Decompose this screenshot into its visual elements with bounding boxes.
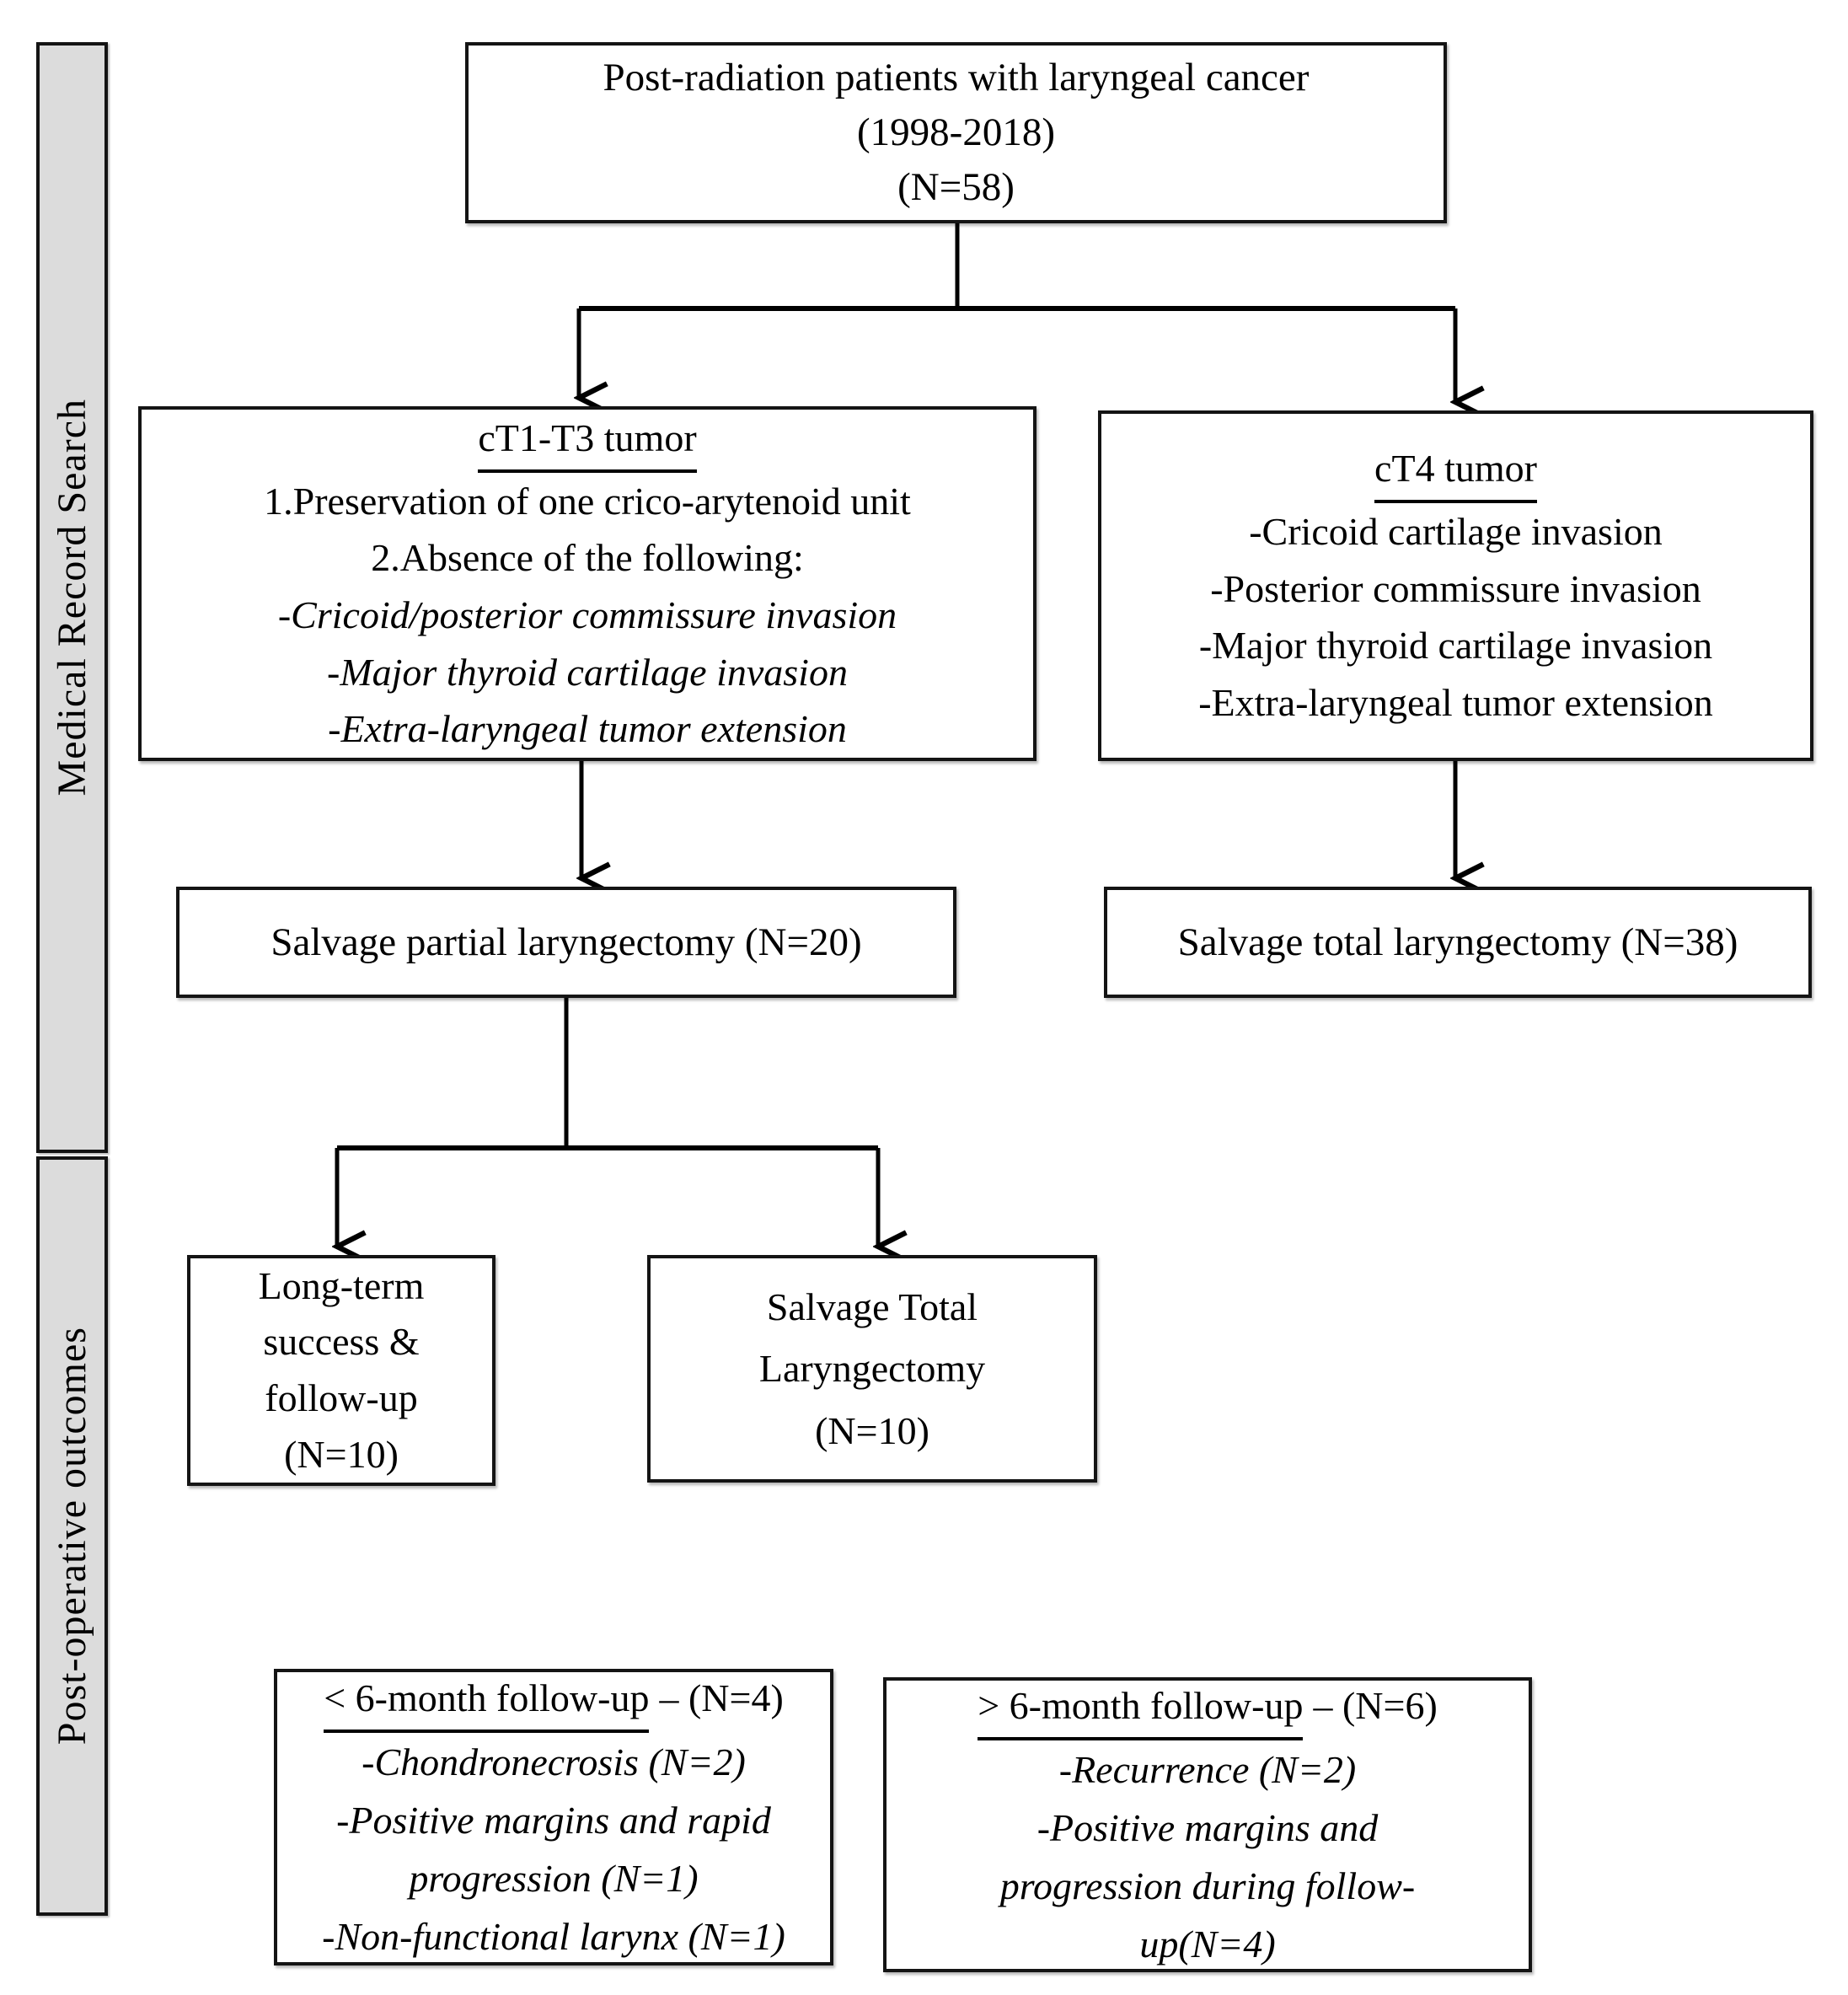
ct1-t3-exclusion-3: -Extra-laryngeal tumor extension xyxy=(328,707,847,751)
under-6mo-title-line: < 6-month follow-up– (N=4) xyxy=(324,1669,784,1733)
stl-followup-line-3: (N=10) xyxy=(815,1408,929,1452)
ct4-feature-3: -Major thyroid cartilage invasion xyxy=(1198,624,1713,668)
salvage-partial-label: Salvage partial laryngectomy (N=20) xyxy=(271,920,862,964)
root-line-3: (N=58) xyxy=(897,164,1015,209)
root-line-2: (1998-2018) xyxy=(857,110,1055,155)
over-6mo-title: > 6-month follow-up xyxy=(978,1676,1304,1740)
ct1-t3-title-line: cT1-T3 tumor xyxy=(478,410,697,473)
under-6mo-title: < 6-month follow-up xyxy=(324,1669,650,1733)
ct4-feature-1: -Cricoid cartilage invasion xyxy=(1249,510,1663,554)
long-term-line-4: (N=10) xyxy=(284,1432,399,1476)
long-term-line-3: follow-up xyxy=(265,1376,418,1419)
over-6mo-detail-1: -Recurrence (N=2) xyxy=(1058,1748,1357,1791)
ct4-title-line: cT4 tumor xyxy=(1374,440,1537,504)
box-long-term-success: Long-term success & follow-up (N=10) xyxy=(187,1255,495,1486)
phase-label-post-operative-outcomes: Post-operative outcomes xyxy=(50,1327,94,1746)
stl-followup-line-2: Laryngectomy xyxy=(758,1347,986,1391)
ct1-t3-exclusion-1: -Cricoid/posterior commissure invasion xyxy=(277,593,897,636)
salvage-total-label: Salvage total laryngectomy (N=38) xyxy=(1177,920,1738,964)
ct1-t3-title: cT1-T3 tumor xyxy=(478,410,697,473)
box-ct1-t3-tumor: cT1-T3 tumor 1.Preservation of one crico… xyxy=(138,406,1036,761)
long-term-line-1: Long-term xyxy=(258,1263,425,1307)
under-6mo-detail-4: -Non-functional larynx (N=1) xyxy=(322,1915,785,1958)
box-over-6-month-followup: > 6-month follow-up– (N=6) -Recurrence (… xyxy=(883,1677,1532,1972)
ct4-title: cT4 tumor xyxy=(1374,440,1537,504)
box-ct4-tumor: cT4 tumor -Cricoid cartilage invasion -P… xyxy=(1098,410,1813,761)
over-6mo-detail-2: -Positive margins and xyxy=(1036,1806,1379,1849)
ct4-feature-2: -Posterior commissure invasion xyxy=(1210,566,1701,610)
stl-followup-line-1: Salvage Total xyxy=(766,1284,978,1328)
box-salvage-total-laryngectomy-followup: Salvage Total Laryngectomy (N=10) xyxy=(647,1255,1097,1483)
phase-bar-post-operative-outcomes: Post-operative outcomes xyxy=(36,1156,108,1916)
ct1-t3-criterion-1: 1.Preservation of one crico-arytenoid un… xyxy=(264,479,911,523)
box-salvage-partial-laryngectomy: Salvage partial laryngectomy (N=20) xyxy=(176,887,956,998)
phase-label-medical-record-search: Medical Record Search xyxy=(50,399,94,796)
ct1-t3-exclusion-2: -Major thyroid cartilage invasion xyxy=(327,650,848,694)
over-6mo-title-line: > 6-month follow-up– (N=6) xyxy=(978,1676,1438,1740)
under-6mo-count: – (N=4) xyxy=(659,1676,784,1719)
root-line-1: Post-radiation patients with laryngeal c… xyxy=(603,56,1310,100)
ct4-feature-4: -Extra-laryngeal tumor extension xyxy=(1198,680,1713,724)
box-under-6-month-followup: < 6-month follow-up– (N=4) -Chondronecro… xyxy=(274,1669,833,1966)
under-6mo-detail-3: progression (N=1) xyxy=(409,1857,699,1900)
over-6mo-count: – (N=6) xyxy=(1313,1684,1438,1727)
over-6mo-detail-3: progression during follow- xyxy=(999,1864,1416,1907)
box-post-radiation-patients: Post-radiation patients with laryngeal c… xyxy=(465,42,1447,223)
box-salvage-total-laryngectomy: Salvage total laryngectomy (N=38) xyxy=(1104,887,1812,998)
under-6mo-detail-1: -Chondronecrosis (N=2) xyxy=(362,1740,746,1783)
long-term-line-2: success & xyxy=(263,1320,420,1364)
under-6mo-detail-2: -Positive margins and rapid xyxy=(336,1799,771,1842)
ct1-t3-criterion-2: 2.Absence of the following: xyxy=(371,536,804,580)
over-6mo-detail-4: up(N=4) xyxy=(1139,1923,1276,1966)
phase-bar-medical-record-search: Medical Record Search xyxy=(36,42,108,1153)
